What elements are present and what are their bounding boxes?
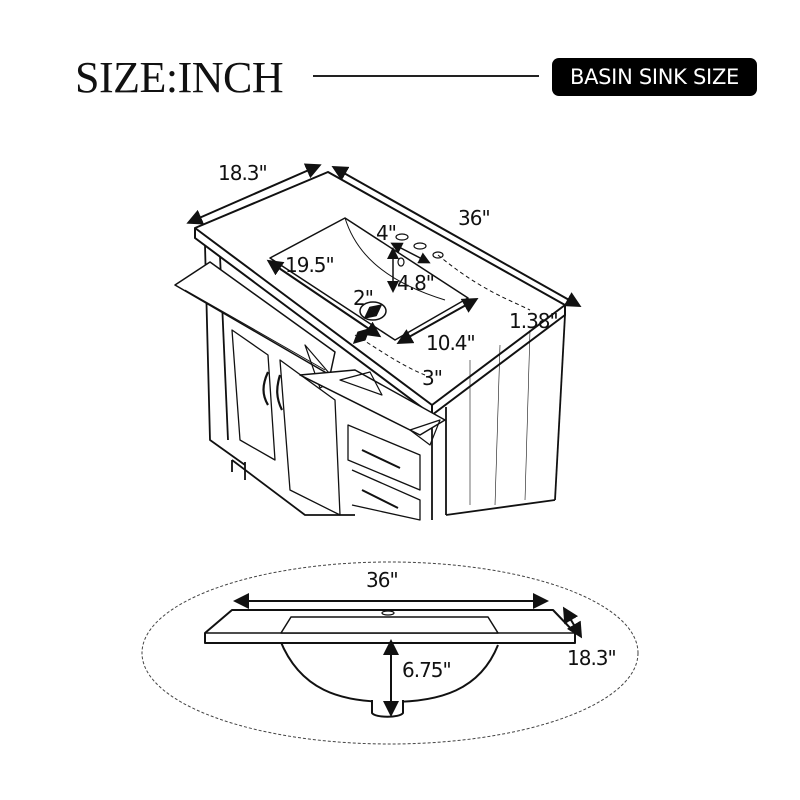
basin-sink-size-badge: BASIN SINK SIZE — [552, 58, 757, 96]
dim-bowl-height: 6.75" — [402, 658, 451, 682]
title-divider — [313, 75, 539, 77]
dim-sink-width: 36" — [366, 568, 398, 592]
vanity-cabinet — [174, 244, 566, 521]
dim-vanity-depth: 18.3" — [218, 161, 267, 185]
sink-view-dashed-ellipse — [141, 561, 639, 745]
dim-top-thickness: 1.38" — [509, 309, 558, 333]
dim-basin-width: 10.4" — [426, 331, 475, 355]
page-title: SIZE:INCH — [75, 53, 284, 102]
dim-sink-depth: 18.3" — [567, 646, 616, 670]
dim-vanity-width: 36" — [458, 206, 490, 230]
sink-dimension-lines — [233, 593, 583, 717]
dim-basin-to-faucet: 4.8" — [397, 271, 434, 295]
dim-faucet-spacing: 4" — [376, 221, 396, 245]
vanity-dimension-lines — [186, 163, 582, 345]
dim-front-edge: 3" — [422, 366, 442, 390]
dim-drain: 2" — [353, 286, 373, 310]
dim-basin-length: 19.5" — [285, 253, 334, 277]
